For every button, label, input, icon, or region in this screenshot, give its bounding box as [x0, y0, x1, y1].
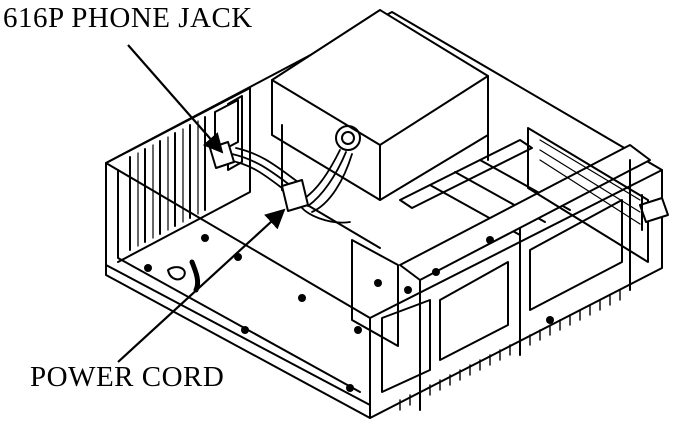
- power-supply-unit: [271, 9, 489, 249]
- cable-clip: [167, 266, 186, 281]
- mounting-screws: [144, 234, 554, 392]
- front-vent-slots: [399, 289, 621, 411]
- power-cord-label: POWER CORD: [30, 361, 225, 393]
- drive-bay-frame: [351, 127, 651, 411]
- side-latch: [639, 194, 669, 231]
- phone-jack-arrow: [127, 44, 224, 154]
- phone-jack-label: 616P PHONE JACK: [3, 2, 253, 34]
- chassis-base: [105, 11, 663, 419]
- power-connector: [209, 141, 309, 212]
- cable-tie: [189, 259, 201, 293]
- power-cord-arrow: [117, 208, 286, 363]
